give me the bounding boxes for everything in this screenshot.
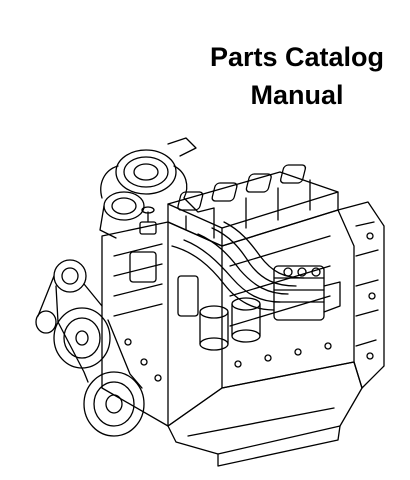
injection-pump: [273, 265, 341, 321]
oil-pan: [167, 361, 363, 467]
engine-illustration: [18, 126, 390, 474]
flywheel-housing: [337, 201, 385, 389]
turbocharger: [99, 137, 215, 239]
title-line-1: Parts Catalog: [209, 42, 385, 72]
oil-filler: [139, 206, 157, 235]
title-line-2: Manual: [250, 80, 344, 110]
cover-title: Parts Catalog Manual: [190, 38, 404, 114]
valve-cover: [167, 164, 339, 247]
front-pulleys: [35, 259, 145, 437]
bolt-details: [124, 338, 332, 382]
filters: [199, 297, 261, 351]
